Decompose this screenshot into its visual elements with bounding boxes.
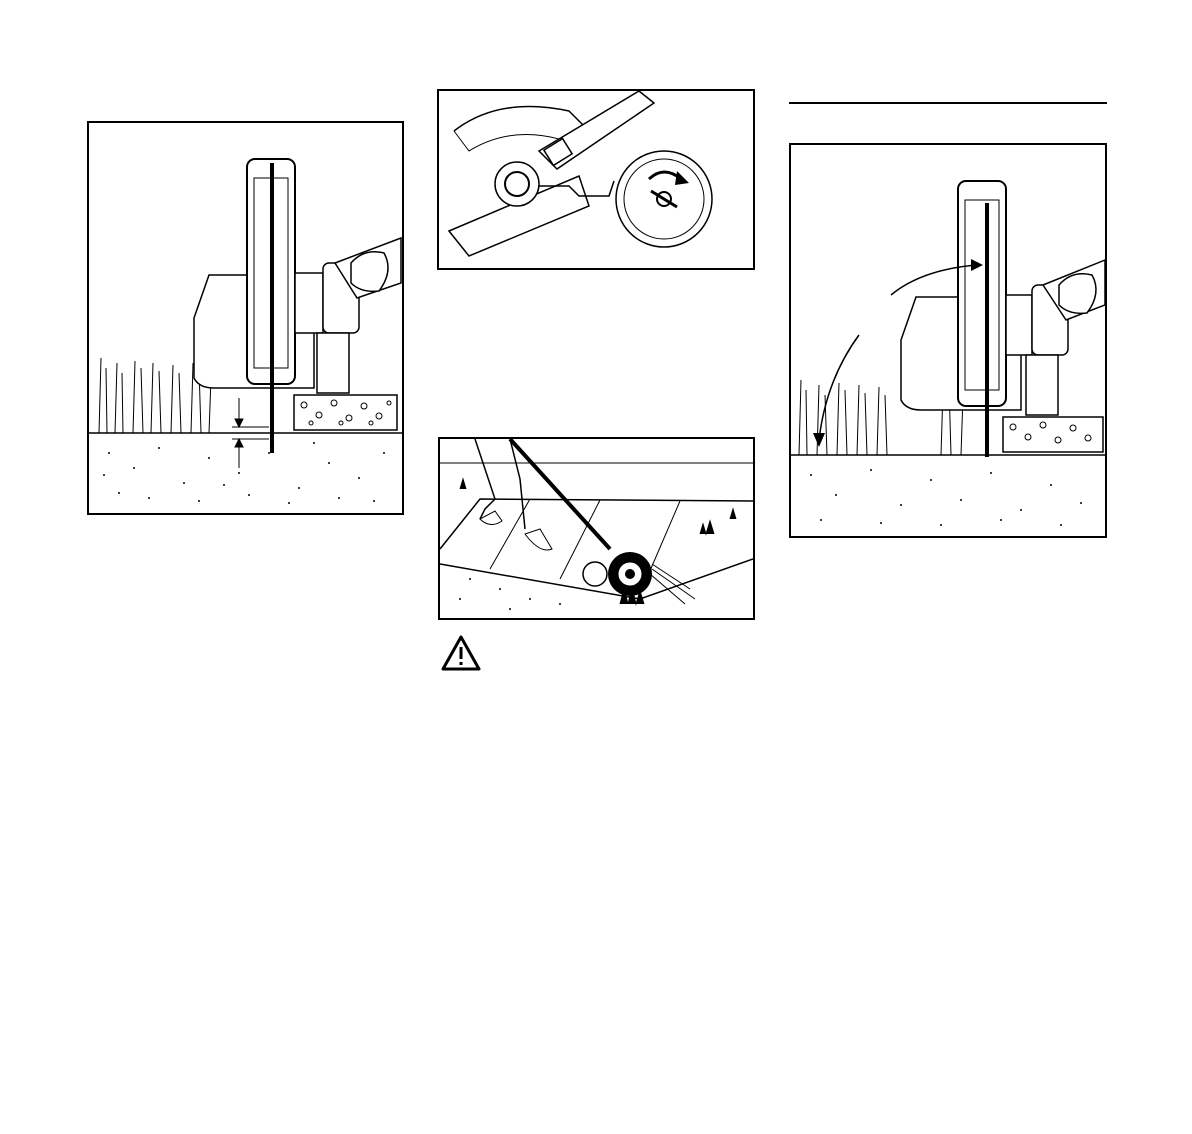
edge-height-figure: [87, 121, 404, 515]
warning-triangle-icon: [441, 635, 481, 671]
section-divider: [789, 102, 1107, 104]
edger-arrow-illustration: [791, 145, 1105, 536]
edging-in-use-figure: [438, 437, 755, 620]
wheel-adjust-figure: [437, 89, 755, 270]
trench-edge-figure: [789, 143, 1107, 538]
operator-edging-illustration: [440, 439, 753, 618]
wheel-knob-illustration: [439, 91, 753, 268]
edger-side-view-illustration: [89, 123, 402, 513]
soil-stipple: [103, 442, 385, 504]
